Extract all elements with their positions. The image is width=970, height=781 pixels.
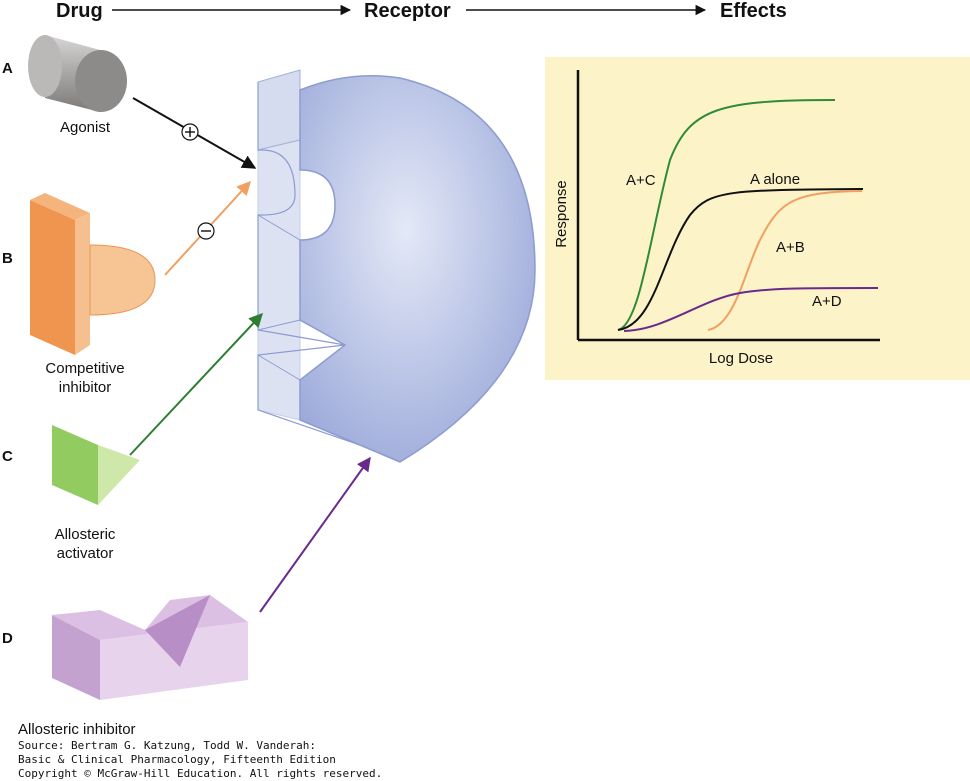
series-line-ad [623, 287, 879, 332]
row-letter-c: C [2, 448, 13, 465]
receptor-shape [257, 69, 536, 463]
minus-icon [197, 222, 215, 240]
source-line-1: Source: Bertram G. Katzung, Todd W. Vand… [18, 739, 317, 752]
row-letter-b: B [2, 250, 13, 267]
caption-allosteric-inhibitor: Allosteric inhibitor [18, 721, 136, 738]
competitive-inhibitor-shape [30, 193, 156, 355]
agonist-cylinder [28, 35, 127, 112]
header-effects: Effects [720, 0, 787, 22]
allosteric-activator-shape [52, 425, 140, 505]
caption-activator-line1: Allosteric [54, 526, 116, 543]
row-letter-a: A [2, 60, 13, 77]
source-line-2: Basic & Clinical Pharmacology, Fifteenth… [18, 753, 336, 766]
series-line-ab [707, 190, 863, 331]
arrow-activator [129, 312, 263, 456]
header-receptor: Receptor [364, 0, 451, 22]
caption-activator-line2: activator [56, 545, 114, 562]
chart-xlabel: Log Dose [709, 350, 773, 367]
source-citation: Source: Bertram G. Katzung, Todd W. Vand… [18, 739, 382, 781]
chart-ylabel: Response [553, 180, 570, 248]
header-drug: Drug [56, 0, 103, 22]
series-line-a-alone [617, 188, 864, 331]
caption-agonist: Agonist [59, 119, 111, 136]
source-line-3: Copyright © McGraw-Hill Education. All r… [18, 767, 383, 780]
caption-competitive-line2: inhibitor [58, 379, 112, 396]
chart-axes [576, 70, 880, 342]
allosteric-inhibitor-shape [52, 595, 248, 700]
arrow-allosteric-inhibitor [259, 456, 371, 613]
series-line-ac [617, 99, 836, 331]
series-label-ad: A+D [812, 293, 842, 310]
series-label-ab: A+B [776, 239, 805, 256]
row-letter-d: D [2, 630, 13, 647]
series-label-ac: A+C [626, 172, 656, 189]
caption-competitive-line1: Competitive [45, 360, 125, 377]
plus-icon [181, 123, 199, 141]
chart-background [545, 57, 970, 380]
series-label-a-alone: A alone [750, 171, 800, 188]
